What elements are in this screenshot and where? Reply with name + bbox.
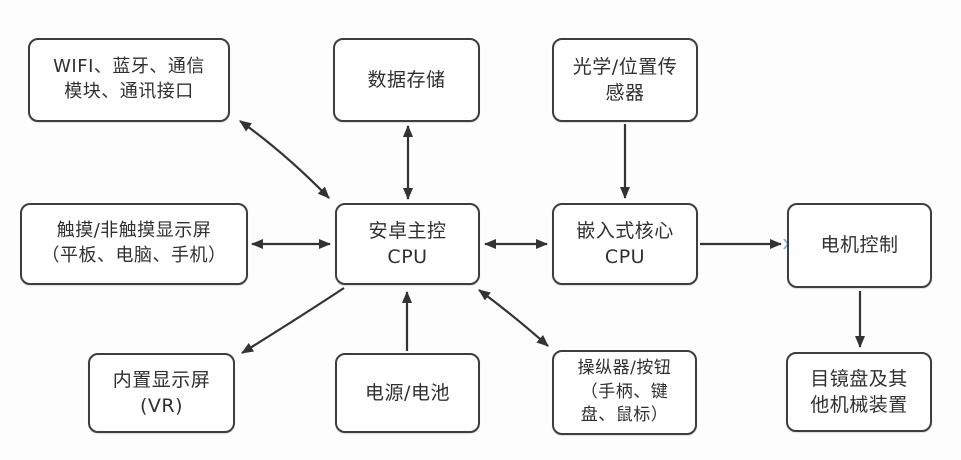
node-eyepiece-mechanical: 目镜盘及其 他机械装置 [786, 352, 932, 432]
node-data-storage: 数据存储 [333, 38, 480, 122]
node-label-line: 触摸/非触摸显示屏 [56, 220, 212, 242]
node-wifi-bluetooth-module: WIFI、蓝牙、通信 模块、通讯接口 [28, 38, 230, 122]
node-label-line: 目镜盘及其 [810, 367, 908, 390]
node-label-line: (VR) [139, 395, 184, 417]
node-label-line: 他机械装置 [810, 394, 908, 416]
node-label-line: CPU [387, 246, 428, 268]
node-label-line: 数据存储 [367, 68, 446, 91]
node-touch-display: 触摸/非触摸显示屏 （平板、电脑、手机） [20, 203, 248, 285]
connector-cpu-vr [241, 287, 345, 354]
node-optical-position-sensor: 光学/位置传 感器 [552, 38, 698, 122]
node-label-line: 安卓主控 [368, 219, 447, 242]
node-label-line: 感器 [605, 82, 645, 104]
node-label-line: WIFI、蓝牙、通信 [53, 56, 205, 78]
node-label-line: （平板、电脑、手机） [41, 245, 227, 266]
node-label-line: 光学/位置传 [572, 55, 678, 78]
node-motor-control: 电机控制 [787, 203, 932, 288]
node-embedded-core-cpu: 嵌入式核心 CPU [552, 203, 698, 285]
node-label-line: （手柄、键 [580, 381, 669, 402]
connector-wifi-cpu [239, 120, 330, 199]
connector-cpu-controller [478, 289, 549, 347]
node-label-line: 模块、通讯接口 [64, 81, 194, 102]
node-label-line: 嵌入式核心 [576, 219, 674, 242]
node-label-line: 电机控制 [820, 234, 899, 257]
node-label-line: 电源/电池 [365, 381, 450, 404]
node-label-line: CPU [604, 246, 646, 268]
node-power-battery: 电源/电池 [335, 353, 480, 433]
node-label-line: 操纵器/按钮 [577, 358, 672, 379]
node-android-main-cpu: 安卓主控 CPU [335, 203, 480, 285]
node-label-line: 内置显示屏 [112, 368, 211, 391]
node-builtin-display-vr: 内置显示屏 (VR) [88, 353, 235, 433]
node-label-line: 盘、鼠标） [580, 405, 669, 426]
node-controller-buttons: 操纵器/按钮 （手柄、键 盘、鼠标） [552, 350, 697, 435]
